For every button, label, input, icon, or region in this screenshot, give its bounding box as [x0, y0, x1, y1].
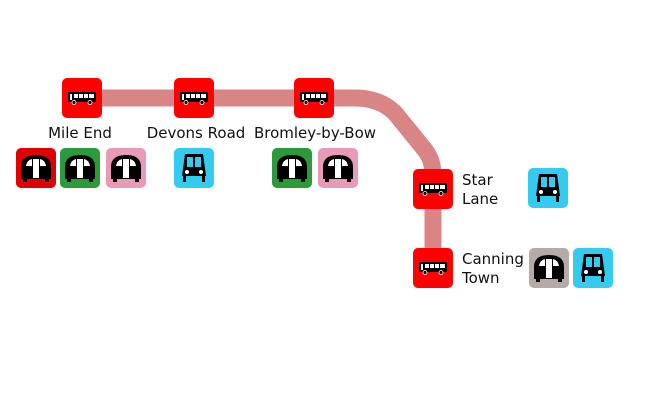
underground-train-icon	[109, 153, 143, 183]
bus-icon	[179, 91, 209, 105]
station-label-canning-town: Canning Town	[462, 250, 524, 288]
connection-badge-dlr[interactable]	[528, 168, 568, 208]
stop-star-lane[interactable]	[413, 169, 453, 209]
stop-canning-town[interactable]	[413, 248, 453, 288]
connection-badge-underground[interactable]	[106, 148, 146, 188]
station-label-bromley-by-bow: Bromley-by-Bow	[253, 124, 377, 142]
connection-badge-dlr[interactable]	[174, 148, 214, 188]
connection-badge-dlr[interactable]	[573, 248, 613, 288]
dlr-train-icon	[578, 252, 608, 284]
connection-badge-underground[interactable]	[16, 148, 56, 188]
station-label-line: Canning	[462, 250, 524, 268]
stop-mile-end[interactable]	[62, 78, 102, 118]
connection-badge-underground[interactable]	[318, 148, 358, 188]
dlr-train-icon	[179, 152, 209, 184]
route-line	[82, 89, 442, 268]
dlr-train-icon	[533, 172, 563, 204]
station-label-line: Town	[462, 269, 500, 287]
station-label-line: Star	[462, 171, 493, 189]
connection-badge-underground[interactable]	[272, 148, 312, 188]
underground-train-icon	[532, 253, 566, 283]
station-label-devons-road: Devons Road	[146, 124, 246, 142]
stop-devons-road[interactable]	[174, 78, 214, 118]
station-label-star-lane: Star Lane	[462, 171, 498, 209]
station-label-line: Lane	[462, 190, 499, 208]
stop-bromley-by-bow[interactable]	[294, 78, 334, 118]
bus-icon	[67, 91, 97, 105]
connection-badge-underground[interactable]	[60, 148, 100, 188]
bus-icon	[299, 91, 329, 105]
connection-badge-underground[interactable]	[529, 248, 569, 288]
station-label-mile-end: Mile End	[48, 124, 112, 142]
underground-train-icon	[63, 153, 97, 183]
bus-icon	[418, 261, 448, 275]
underground-train-icon	[321, 153, 355, 183]
underground-train-icon	[19, 153, 53, 183]
bus-icon	[418, 182, 448, 196]
underground-train-icon	[275, 153, 309, 183]
